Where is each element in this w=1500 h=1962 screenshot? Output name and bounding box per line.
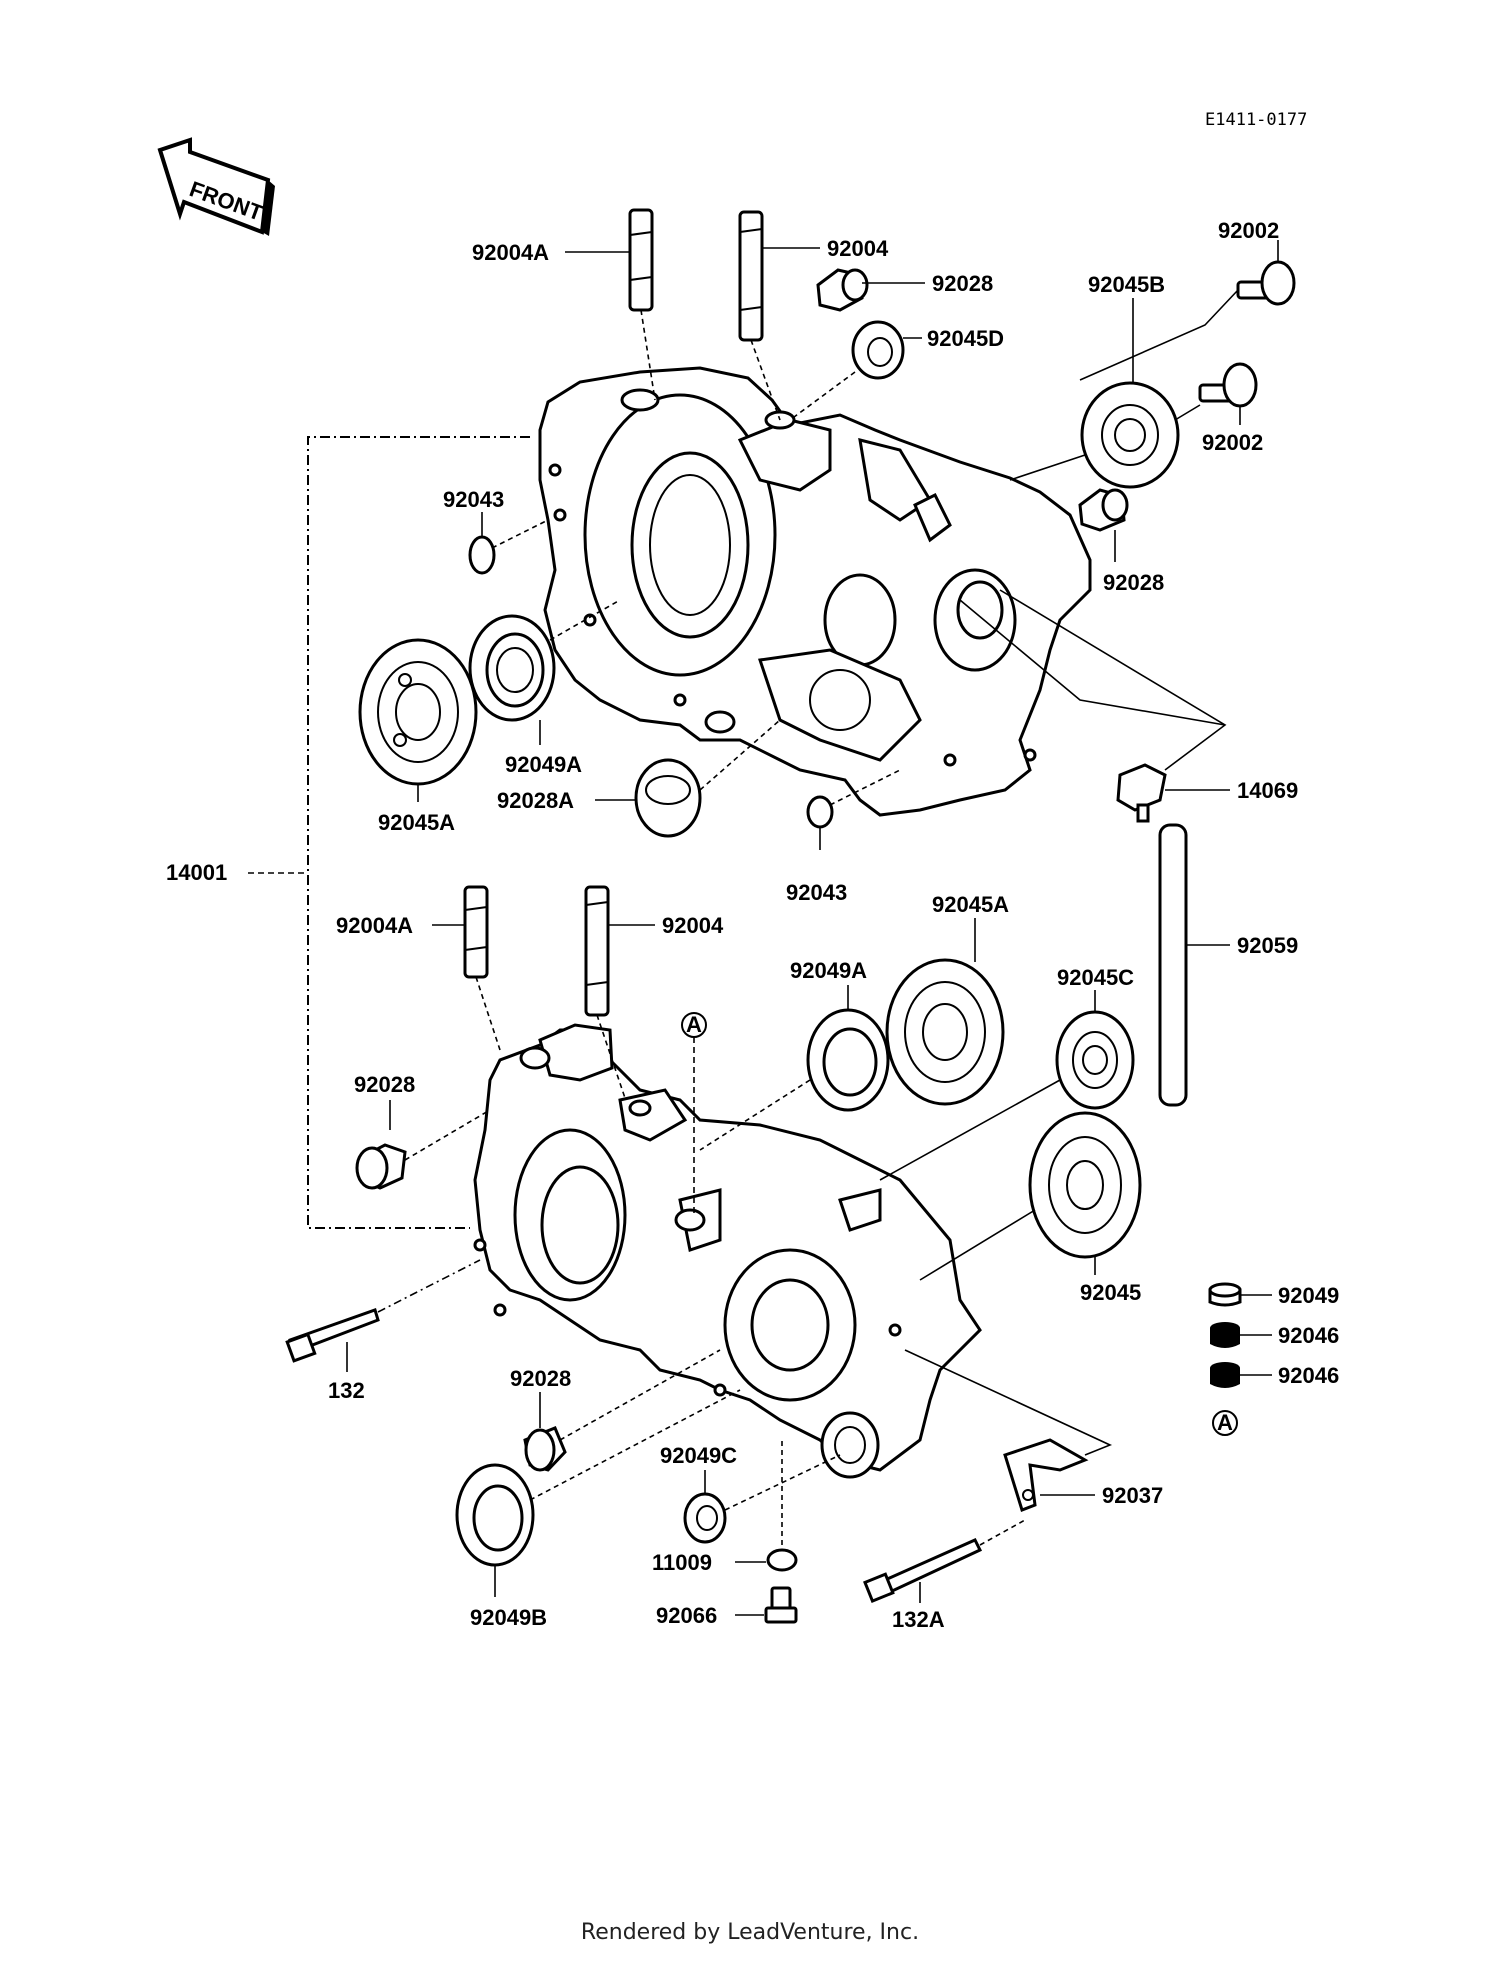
screw-92002-upper xyxy=(1079,260,1296,381)
part-label-92028-left: 92028 xyxy=(354,1072,415,1097)
svg-text:A: A xyxy=(686,1012,702,1037)
bearing-92045B xyxy=(1009,381,1201,489)
part-label-92028-right: 92028 xyxy=(1103,570,1164,595)
part-label-92045A-lower: 92045A xyxy=(932,892,1009,917)
stud-92004-upper xyxy=(738,210,781,421)
ref-marker-top: A xyxy=(681,1012,707,1215)
part-label-92004A: 92004A xyxy=(472,240,549,265)
part-label-92049C: 92049C xyxy=(660,1443,737,1468)
plug-92028-right xyxy=(1078,488,1129,532)
screw-92002-lower xyxy=(1198,362,1258,408)
bracket-92037 xyxy=(904,1349,1113,1512)
stud-92004-lower xyxy=(584,885,626,1099)
part-label-14069: 14069 xyxy=(1237,778,1298,803)
stud-92004A-lower xyxy=(463,885,501,1051)
part-label-92066: 92066 xyxy=(656,1603,717,1628)
seal-92049A-lower xyxy=(699,1008,890,1151)
bushing-92028A xyxy=(634,719,781,838)
upper-crankcase-half xyxy=(538,366,1092,817)
part-label-92049: 92049 xyxy=(1278,1283,1339,1308)
part-label-92004A-lower: 92004A xyxy=(336,913,413,938)
tube-92059 xyxy=(1158,823,1188,1107)
part-label-92049B: 92049B xyxy=(470,1605,547,1630)
part-label-132: 132 xyxy=(328,1378,365,1403)
part-label-92045B: 92045B xyxy=(1088,272,1165,297)
part-label-92037: 92037 xyxy=(1102,1483,1163,1508)
bearing-92045C xyxy=(879,1010,1135,1181)
fitting-14069 xyxy=(959,589,1227,823)
bearing-92045A-lower xyxy=(885,958,1005,1106)
ref-marker-bottom: A xyxy=(1212,1410,1238,1436)
part-label-92028-lower: 92028 xyxy=(510,1366,571,1391)
bolt-132 xyxy=(285,1259,481,1363)
front-arrow-icon: FRONT xyxy=(157,137,275,236)
part-label-92059: 92059 xyxy=(1237,933,1298,958)
stud-92004A-upper xyxy=(628,208,656,401)
svg-text:A: A xyxy=(1217,1410,1233,1435)
part-label-92045D: 92045D xyxy=(927,326,1004,351)
part-label-92043-lower: 92043 xyxy=(786,880,847,905)
bolt-132A xyxy=(863,1519,1026,1603)
bearing-92045D xyxy=(789,320,905,421)
part-label-92045: 92045 xyxy=(1080,1280,1141,1305)
part-label-92045A-upper: 92045A xyxy=(378,810,455,835)
part-label-92028A: 92028A xyxy=(497,788,574,813)
part-label-92002-bottom: 92002 xyxy=(1202,430,1263,455)
part-label-92046-a: 92046 xyxy=(1278,1323,1339,1348)
part-label-132A: 132A xyxy=(892,1607,945,1632)
bearing-92045A-upper xyxy=(358,638,478,786)
bearing-92045 xyxy=(919,1111,1142,1281)
footer-credit: Rendered by LeadVenture, Inc. xyxy=(580,1920,920,1945)
lower-crankcase-half xyxy=(473,1023,982,1479)
part-label-92028: 92028 xyxy=(932,271,993,296)
crankcase-set-bracket xyxy=(248,436,530,1229)
part-label-92004-lower: 92004 xyxy=(662,913,724,938)
bolt-92066 xyxy=(764,1586,798,1624)
part-label-92049A-upper: 92049A xyxy=(505,752,582,777)
seal-92049C xyxy=(683,1454,841,1544)
plug-92028-upper xyxy=(816,268,869,312)
part-label-92046-b: 92046 xyxy=(1278,1363,1339,1388)
seal-92049A-upper xyxy=(468,599,621,722)
part-label-11009: 11009 xyxy=(652,1550,712,1575)
part-label-92004: 92004 xyxy=(827,236,889,261)
part-label-92002-top: 92002 xyxy=(1218,218,1279,243)
seal-92049B xyxy=(455,1389,741,1567)
part-label-14001: 14001 xyxy=(166,860,227,885)
part-label-92049A-lower: 92049A xyxy=(790,958,867,983)
diagram-code: E1411-0177 xyxy=(1205,110,1307,130)
plug-92028-lower xyxy=(523,1349,721,1472)
stopper-stack xyxy=(1208,1282,1242,1388)
part-label-92043-upper: 92043 xyxy=(443,487,504,512)
washer-11009 xyxy=(766,1440,798,1572)
part-label-92045C: 92045C xyxy=(1057,965,1134,990)
part-labels: 92004A 92004 92028 92045D 92002 92045B 9… xyxy=(166,218,1339,1632)
dowel-92043-lower xyxy=(806,769,901,829)
plug-92028-lower-left xyxy=(355,1109,491,1190)
